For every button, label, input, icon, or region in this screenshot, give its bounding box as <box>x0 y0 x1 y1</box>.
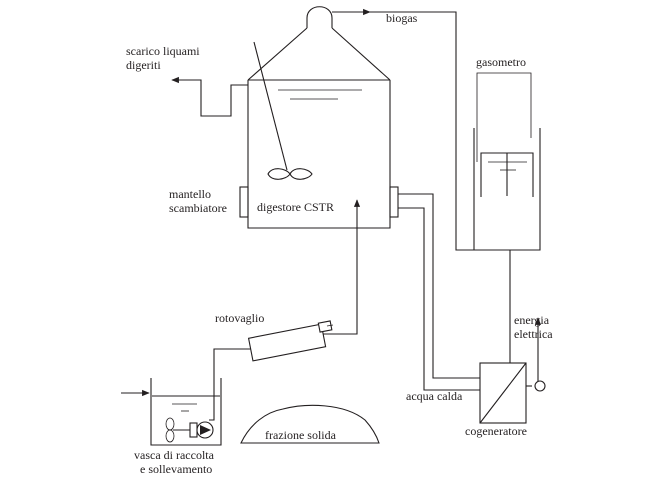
rotary-screen-motor <box>317 320 334 333</box>
label-energia-line2: elettrica <box>514 327 553 341</box>
label-vasca-line1: vasca di raccolta <box>134 448 215 462</box>
pump-icon <box>196 421 214 439</box>
digester <box>239 6 399 229</box>
label-frazione-solida: frazione solida <box>265 428 337 442</box>
label-vasca-line2: e sollevamento <box>140 462 212 476</box>
label-cogeneratore: cogeneratore <box>465 424 527 438</box>
label-energia-line1: energia <box>514 313 550 327</box>
label-scarico-line2: digeriti <box>126 58 161 72</box>
cogenerator <box>479 362 527 424</box>
label-mantello-line1: mantello <box>169 187 211 201</box>
feed-pipe <box>322 199 361 335</box>
label-scarico-line1: scarico liquami <box>126 44 200 58</box>
label-mantello-line2: scambiatore <box>169 201 227 215</box>
pump-delivery-pipe <box>209 348 253 421</box>
rotary-screen <box>247 323 327 362</box>
label-acqua-calda: acqua calda <box>406 389 463 403</box>
solid-fraction-heap <box>240 404 380 444</box>
label-rotovaglio: rotovaglio <box>215 311 264 325</box>
label-gasometro: gasometro <box>476 55 526 69</box>
hot-water-pipe-inner <box>398 207 480 391</box>
gasometer-indicator-line <box>476 72 532 162</box>
label-digestore: digestore CSTR <box>257 200 334 214</box>
digestate-pipe <box>171 76 248 117</box>
biogas-pipe-to-gasometer <box>370 11 474 251</box>
gasometer <box>473 128 541 363</box>
hot-water-pipe-outer <box>398 193 480 379</box>
generator-icon <box>526 380 546 392</box>
label-biogas: biogas <box>386 11 418 25</box>
